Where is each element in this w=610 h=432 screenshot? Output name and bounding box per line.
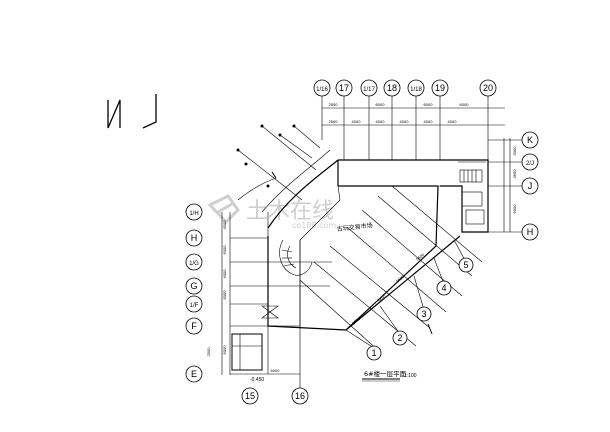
axis-bubble-label: 1/16 <box>316 87 328 93</box>
axis-bubble-label: F <box>191 321 197 331</box>
dimension-top-inner-2: 4000 <box>376 119 386 124</box>
axis-bubble-top-1-17: 1/17 <box>360 79 378 97</box>
watermark-title: 土木在线 <box>246 199 334 224</box>
axis-bubble-top-17: 17 <box>335 79 353 97</box>
axis-bubble-label: 1/G <box>189 261 199 267</box>
dimension-top-outer-0: 2500 <box>329 102 339 107</box>
axis-bubble-label: 1/H <box>189 211 198 217</box>
axis-bubble-label: 17 <box>339 83 349 93</box>
drawing-title: 6#楼一层平面 1:100 <box>362 369 417 382</box>
dimension-top-outer-3: 6000 <box>460 102 470 107</box>
axis-bubble-bottom-16: 16 <box>291 387 309 405</box>
axis-bubble-label: J <box>528 181 533 191</box>
dimension-bottom-0: 6000 <box>271 368 281 373</box>
axis-bubble-top-20: 20 <box>479 79 497 97</box>
dimension-right-2: 6000 <box>512 204 517 214</box>
drawing-scale-text: 1:100 <box>404 373 417 379</box>
axis-bubble-label: K <box>527 135 533 145</box>
axis-bubble-right-K: K <box>521 131 539 149</box>
axis-bubble-label: 18 <box>387 83 397 93</box>
dimension-top-inner-5: 4000 <box>448 119 458 124</box>
dimension-top-inner-1: 4000 <box>352 119 362 124</box>
axis-bubble-top-1-16: 1/16 <box>313 79 331 97</box>
axis-bubble-top-18: 18 <box>383 79 401 97</box>
axis-bubble-diag-5: 5 <box>458 257 474 273</box>
axis-bubble-top-19: 19 <box>431 79 449 97</box>
axis-bubble-right-H: H <box>521 223 539 241</box>
dimension-diagonal-3: 5600 <box>415 252 426 262</box>
watermark-logo-icon <box>207 194 240 225</box>
elevation-label: -0.450 <box>250 377 264 383</box>
dimension-diagonal-1: 5600 <box>377 294 388 304</box>
axis-bubble-label: 3 <box>421 309 426 319</box>
linework <box>221 96 530 388</box>
dimension-detail-0: 2500 <box>206 347 211 357</box>
axis-bubble-top-1-18: 1/18 <box>407 79 425 97</box>
axis-bubble-label: 5 <box>463 260 468 270</box>
axis-bubble-label: 4 <box>441 283 446 293</box>
dimension-top-outer-1: 6000 <box>376 102 386 107</box>
dimension-diagonal-0: 5600 <box>351 316 362 326</box>
axis-bubble-label: 1/18 <box>410 87 422 93</box>
axis-bubble-bottom-15: 15 <box>241 387 259 405</box>
dimension-top-inner-0: 2500 <box>329 119 339 124</box>
axis-bubble-label: G <box>190 281 197 291</box>
axis-bubble-label: E <box>191 369 197 379</box>
column-markers <box>236 124 296 188</box>
dimension-top-inner-4: 4000 <box>424 119 434 124</box>
dimension-diagonal-2: 5600 <box>395 274 406 284</box>
dimension-left-0: 4000 <box>222 220 227 230</box>
watermark: 土木在线 co188.com <box>207 194 336 230</box>
axis-bubble-left-H: H <box>185 229 203 247</box>
axis-bubble-label: 19 <box>435 83 445 93</box>
axis-bubble-label: 15 <box>245 391 255 401</box>
axis-bubble-left-1-H: 1/H <box>185 203 203 221</box>
dimension-right-1: 3600 <box>512 169 517 179</box>
dimension-right-0: 6000 <box>512 146 517 156</box>
drawing-title-text: 6#楼一层平面 <box>364 369 407 378</box>
axis-bubble-right-J: J <box>521 177 539 195</box>
grid-axis-bubbles: 1/16 17 1/17 18 1/18 19 20K 2/J J H 1/H H 1/G G 1/F F E 1… <box>185 79 539 405</box>
axis-bubble-left-1-G: 1/G <box>185 253 203 271</box>
axis-bubble-label: 1/F <box>190 303 199 309</box>
axis-bubble-left-E: E <box>185 365 203 383</box>
axis-bubble-right-2-J: 2/J <box>521 153 539 171</box>
axis-bubble-label: 20 <box>483 83 493 93</box>
axis-bubble-diag-1: 1 <box>366 345 382 361</box>
axis-bubble-left-G: G <box>185 277 203 295</box>
dimension-left-4: 6000 <box>222 345 227 355</box>
north-arrow-icon <box>107 94 157 129</box>
axis-bubble-label: H <box>191 233 198 243</box>
axis-bubble-label: 2/J <box>526 161 534 167</box>
dimension-left-2: 4000 <box>222 269 227 279</box>
axis-bubble-label: H <box>527 227 534 237</box>
axis-bubble-diag-4: 4 <box>436 280 452 296</box>
axis-bubble-left-1-F: 1/F <box>185 295 203 313</box>
dimension-left-1: 6000 <box>222 245 227 255</box>
dimension-labels: 2500 6000 6000 6000 2500 4000 4000 4000 4000 4000… <box>206 102 517 373</box>
axis-bubble-diag-3: 3 <box>416 306 432 322</box>
axis-bubble-label: 16 <box>295 391 305 401</box>
axis-bubble-label: 2 <box>397 333 402 343</box>
dimension-top-outer-2: 6000 <box>424 102 434 107</box>
axis-bubble-left-F: F <box>185 317 203 335</box>
dimension-left-3: 6000 <box>222 290 227 300</box>
axis-bubble-diag-2: 2 <box>392 330 408 346</box>
axis-bubble-label: 1/17 <box>363 87 375 93</box>
dimension-top-inner-3: 4000 <box>400 119 410 124</box>
room-label-antique-market: 古玩交易市场 <box>336 221 373 233</box>
axis-bubble-label: 1 <box>371 348 376 358</box>
